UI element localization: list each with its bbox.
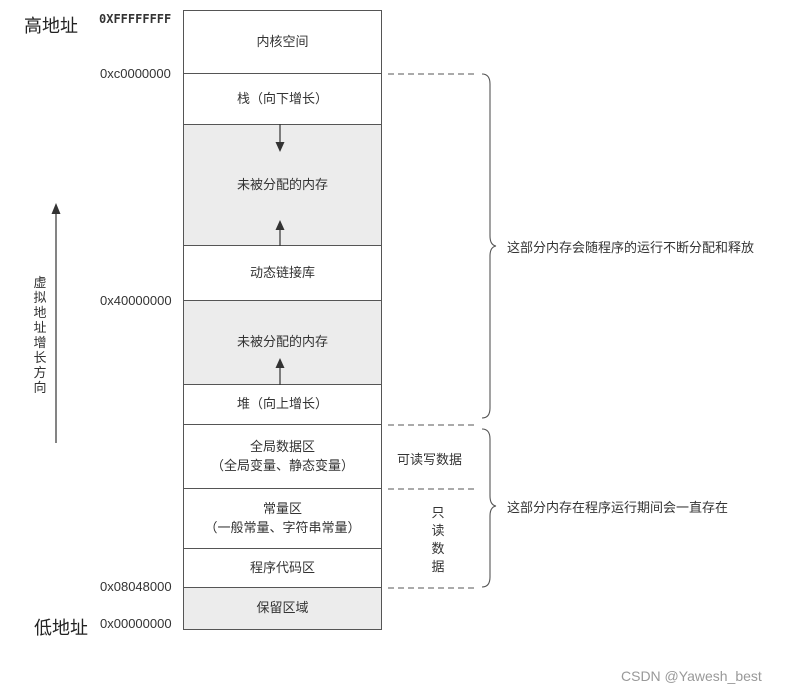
high-address-label: 高地址 — [24, 16, 78, 37]
readonly-data-label: 只 读 数 据 — [431, 506, 445, 575]
vertical-axis-label: 虚 拟 地 址 增 长 方 向 — [33, 276, 47, 396]
rw-data-label: 可读写数据 — [397, 453, 463, 468]
low-address-label: 低地址 — [34, 618, 88, 639]
address-kernel: 0xc0000000 — [100, 66, 171, 81]
address-mid: 0x40000000 — [100, 293, 172, 308]
address-growth-arrow-icon — [51, 203, 61, 443]
stack-down-arrow-icon — [275, 124, 285, 152]
heap-up-arrow-icon — [275, 358, 285, 385]
persistent-memory-note: 这部分内存在程序运行期间会一直存在 — [507, 501, 729, 516]
dynamic-memory-note: 这部分内存会随程序的运行不断分配和释放 — [507, 241, 755, 256]
address-zero: 0x00000000 — [100, 616, 172, 631]
segment-reserved: 保留区域 — [183, 587, 382, 630]
address-code: 0x08048000 — [100, 579, 172, 594]
unallocated-up-arrow-icon — [275, 220, 285, 246]
segment-unallocated-lower: 未被分配的内存 — [183, 300, 382, 385]
watermark: CSDN @Yawesh_best — [621, 668, 762, 684]
address-top: 0XFFFFFFFF — [99, 12, 172, 26]
